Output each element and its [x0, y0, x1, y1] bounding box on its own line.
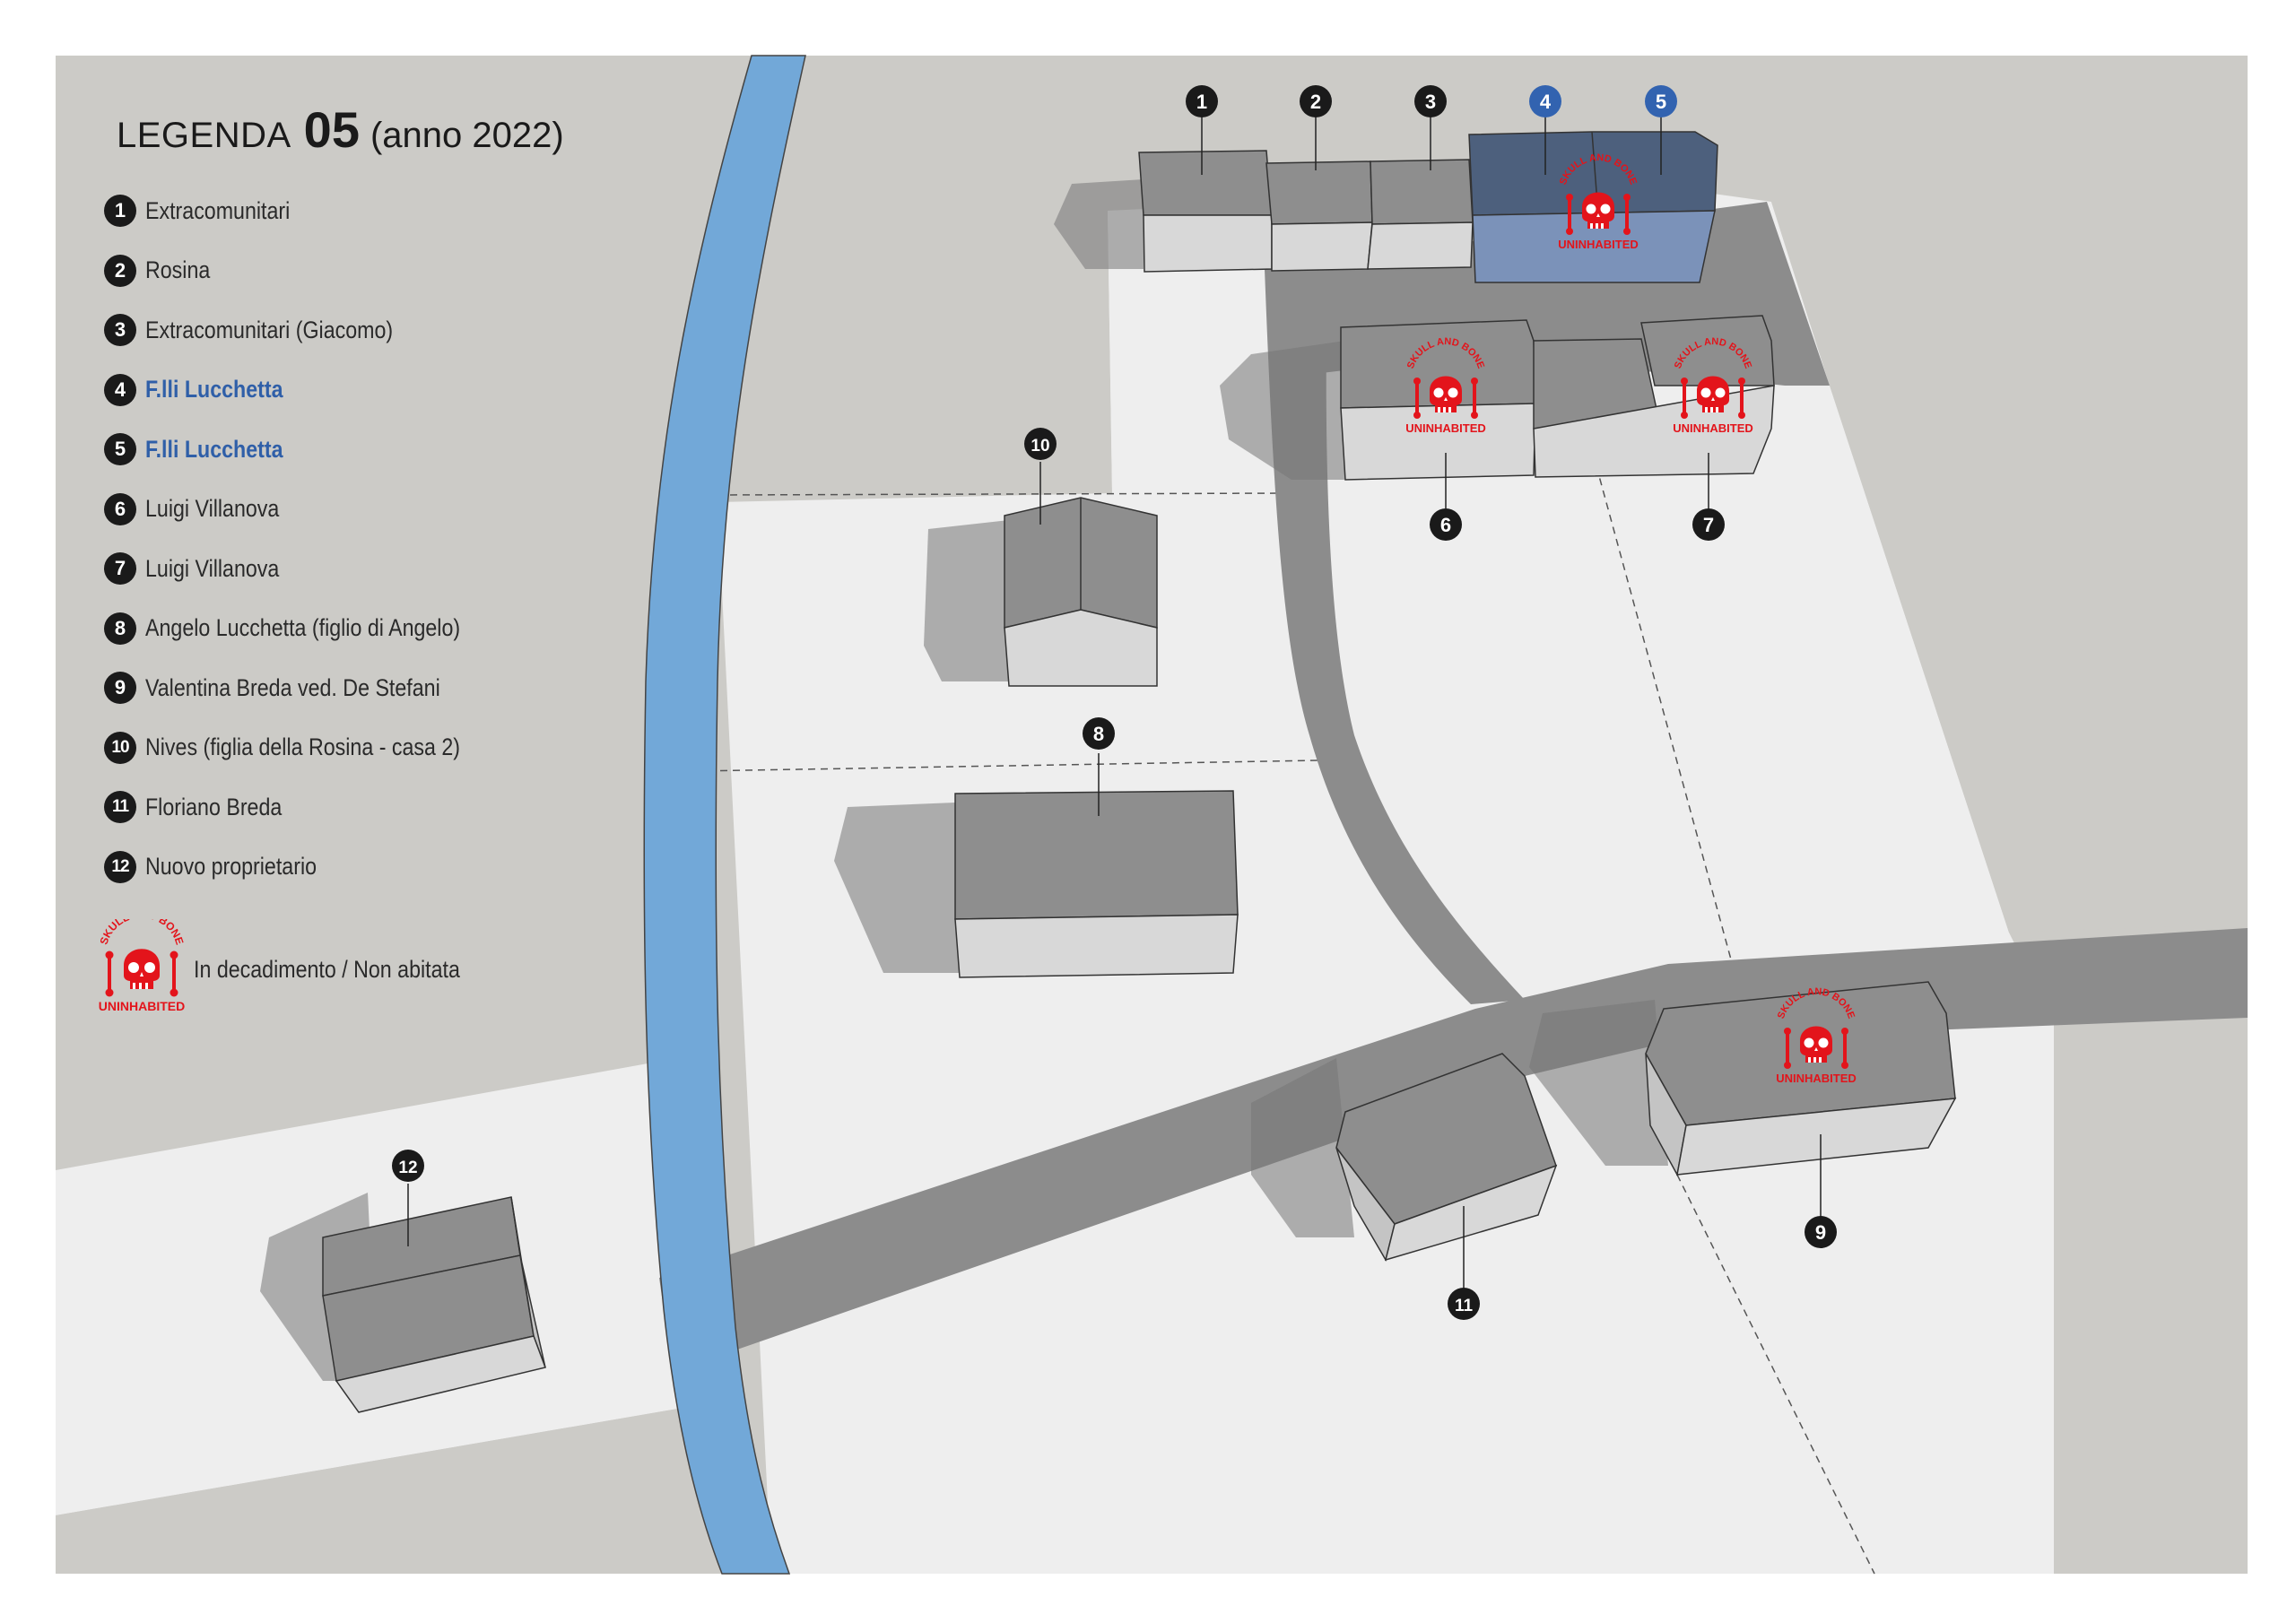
map-marker-number: 5 [1656, 91, 1666, 113]
legend-item-12: 12 Nuovo proprietario [104, 849, 344, 885]
legend-item-label: Luigi Villanova [145, 554, 280, 582]
building-8 [954, 790, 1239, 978]
building-12 [322, 1196, 546, 1413]
legend-item-5: 5 F.lli Lucchetta [104, 431, 306, 467]
map-marker-11: 11 [1448, 1288, 1480, 1320]
building-3 [1367, 159, 1474, 270]
skull-and-bones-icon: SKULL AND BONE UNINHABITED [99, 919, 185, 1013]
legend-number-badge: 8 [104, 612, 136, 645]
legend-status-item: SKULL AND BONE UNINHABITED In decadiment… [99, 919, 503, 1020]
map-marker-number: 10 [1031, 437, 1049, 456]
svg-text:SKULL AND BONE: SKULL AND BONE [99, 919, 185, 946]
legend-item-2: 2 Rosina [104, 253, 221, 289]
legend-title-number: 05 [303, 101, 360, 158]
map-marker-number: 7 [1703, 514, 1714, 536]
legend-item-label: Rosina [145, 256, 211, 283]
map-marker-number: 9 [1815, 1221, 1826, 1244]
legend-number-badge: 6 [104, 492, 136, 525]
legend-number-badge: 9 [104, 672, 136, 704]
legend-item-label: Valentina Breda ved. De Stefani [145, 673, 440, 701]
legend-item-10: 10 Nives (figlia della Rosina - casa 2) [104, 730, 511, 766]
legend-item-11: 11 Floriano Breda [104, 789, 304, 825]
map-marker-number: 4 [1540, 91, 1552, 113]
legend-title-word: LEGENDA [117, 116, 291, 155]
map-marker-12: 12 [392, 1150, 424, 1182]
building-11 [1335, 1053, 1558, 1262]
map-marker-2: 2 [1300, 85, 1332, 117]
building-9 [1645, 981, 1957, 1177]
map-marker-number: 12 [398, 1159, 417, 1177]
legend-item-label: Floriano Breda [145, 793, 283, 820]
parcel-east [2054, 1013, 2248, 1574]
map-marker-8: 8 [1083, 717, 1115, 750]
map-marker-number: 11 [1455, 1297, 1474, 1315]
legend-item-label: Extracomunitari [145, 196, 291, 224]
map-marker-1: 1 [1186, 85, 1218, 117]
map-marker-4: 4 [1529, 85, 1561, 117]
legend-item-label: F.lli Lucchetta [145, 435, 283, 463]
building-10 [1004, 497, 1158, 687]
legend-number-badge: 11 [104, 791, 136, 823]
legend-number-badge: 3 [104, 314, 136, 346]
map-marker-6: 6 [1430, 508, 1462, 541]
legend-item-3: 3 Extracomunitari (Giacomo) [104, 312, 433, 348]
legend-item-label: Extracomunitari (Giacomo) [145, 316, 394, 343]
legend-number-badge: 4 [104, 373, 136, 406]
map-marker-number: 6 [1440, 514, 1451, 536]
legend-item-7: 7 Luigi Villanova [104, 551, 301, 586]
building-2 [1265, 161, 1373, 272]
building-4-5 [1468, 131, 1718, 283]
legend-item-label: Nives (figlia della Rosina - casa 2) [145, 733, 461, 760]
legend-item-1: 1 Extracomunitari [104, 193, 314, 229]
legend-number-badge: 5 [104, 433, 136, 465]
map-marker-10: 10 [1024, 428, 1057, 460]
legend-number-badge: 10 [104, 731, 136, 764]
legend-status-label: In decadimento / Non abitata [194, 955, 460, 983]
legend-item-label: Angelo Lucchetta (figlio di Angelo) [145, 614, 461, 641]
legend-number-badge: 2 [104, 254, 136, 287]
legend-item-label: Luigi Villanova [145, 495, 280, 522]
legend-item-6: 6 Luigi Villanova [104, 491, 301, 527]
map-marker-7: 7 [1692, 508, 1725, 541]
legend-item-8: 8 Angelo Lucchetta (figlio di Angelo) [104, 611, 511, 647]
legend-number-badge: 1 [104, 195, 136, 227]
legend-item-label: Nuovo proprietario [145, 853, 317, 880]
map-marker-number: 1 [1196, 91, 1207, 113]
map-marker-5: 5 [1645, 85, 1677, 117]
legend-number-badge: 7 [104, 552, 136, 585]
legend-number-badge: 12 [104, 850, 136, 883]
legend-item-4: 4 F.lli Lucchetta [104, 372, 306, 408]
building-1 [1138, 150, 1273, 273]
legend-item-9: 9 Valentina Breda ved. De Stefani [104, 670, 488, 706]
map-marker-9: 9 [1805, 1216, 1837, 1248]
building-6-7 [1340, 315, 1775, 481]
river [643, 55, 806, 1575]
svg-text:UNINHABITED: UNINHABITED [99, 999, 185, 1013]
map-marker-number: 8 [1093, 723, 1104, 745]
legend-item-label: F.lli Lucchetta [145, 376, 283, 403]
map-marker-3: 3 [1414, 85, 1447, 117]
road-main [659, 928, 2248, 1372]
map-marker-number: 3 [1425, 91, 1436, 113]
legend-title: LEGENDA 05 (anno 2022) [117, 100, 564, 159]
map-marker-number: 2 [1310, 91, 1321, 113]
road-north [1265, 269, 1525, 1004]
legend-title-year: (anno 2022) [370, 116, 564, 155]
